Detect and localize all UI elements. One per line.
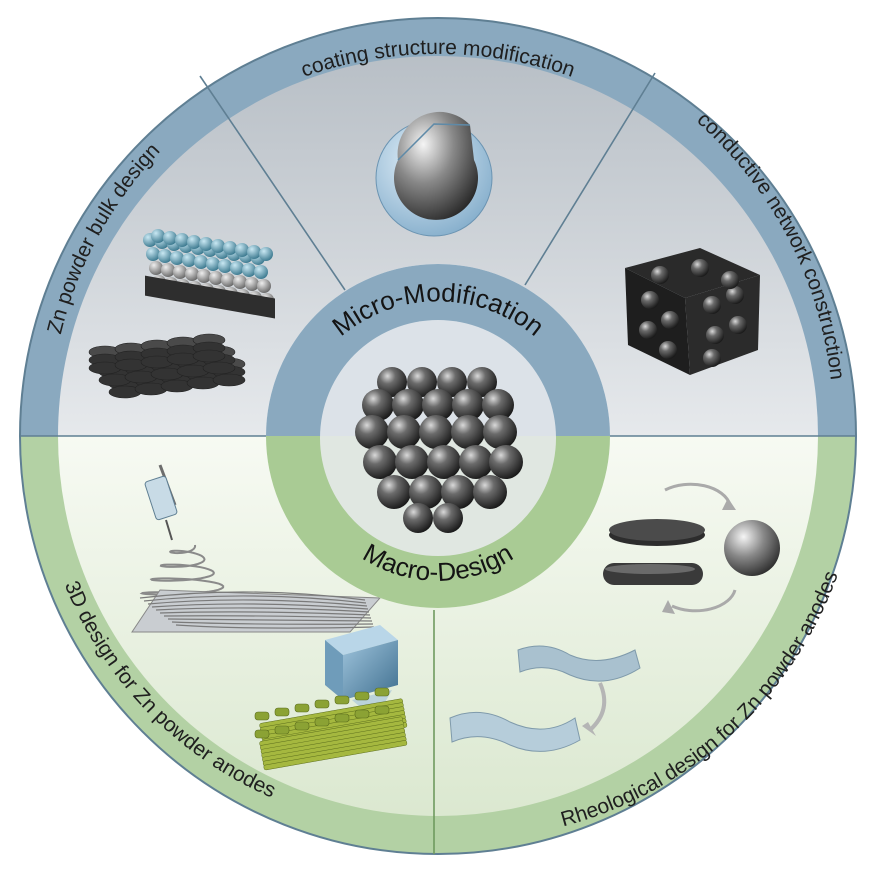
syringe-printing-illustration [131, 464, 382, 633]
conductive-network-illustration [625, 248, 760, 375]
zn-bulk-sphere-stack-illustration [143, 229, 275, 319]
rheology-shape-illustration [603, 482, 780, 614]
zn-bulk-flake-stack-illustration [88, 333, 246, 399]
zn-particle-cluster-illustration [355, 367, 523, 533]
lattice-printing-illustration [254, 625, 408, 771]
core-shell-particle-illustration [375, 111, 493, 237]
rheology-slurry-illustration [449, 645, 641, 752]
